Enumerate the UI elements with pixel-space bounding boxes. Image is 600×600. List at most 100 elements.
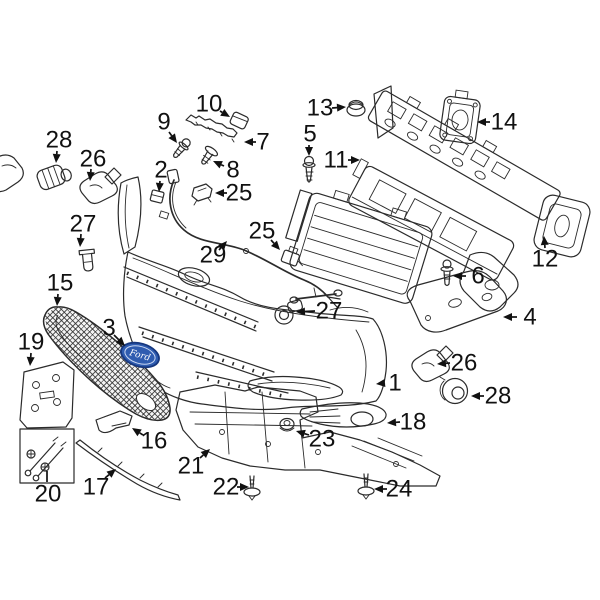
callout-arrow xyxy=(139,432,144,436)
callout-clip[interactable]: 2 xyxy=(154,157,168,193)
part-grille-shutter-assembly xyxy=(285,189,433,304)
part-nut-13 xyxy=(346,99,366,117)
callout-label-26[interactable]: 26 xyxy=(451,350,478,377)
callout-label-16[interactable]: 16 xyxy=(141,428,168,455)
callout-arrow xyxy=(270,239,275,244)
callout-screw[interactable]: 24 xyxy=(374,476,412,503)
callout-mount-bracket[interactable]: 14 xyxy=(477,109,517,136)
callout-sensor-bracket[interactable]: 25 xyxy=(249,218,280,251)
callout-arrowhead xyxy=(53,296,62,306)
callout-arrow xyxy=(220,163,225,167)
callout-fog-lamp-bezel[interactable]: 18 xyxy=(387,409,426,436)
callout-label-28[interactable]: 28 xyxy=(485,383,512,410)
callout-ford-emblem[interactable]: 3 xyxy=(102,315,125,347)
callout-label-24[interactable]: 24 xyxy=(386,476,413,503)
callout-label-1[interactable]: 1 xyxy=(388,370,401,397)
callout-air-deflector-shield[interactable]: 21 xyxy=(178,449,210,480)
callout-license-bracket-support[interactable]: 16 xyxy=(132,428,167,455)
cropped-edge-part xyxy=(0,154,24,193)
callout-push-pin-retainer[interactable]: 8 xyxy=(213,157,240,184)
callout-arrowhead xyxy=(296,429,306,438)
part-mount-bracket-14 xyxy=(439,89,481,145)
callout-label-18[interactable]: 18 xyxy=(400,409,427,436)
callout-label-7[interactable]: 7 xyxy=(256,129,269,156)
callout-sight-shield-bracket[interactable]: 7 xyxy=(244,129,270,156)
callout-label-28[interactable]: 28 xyxy=(46,127,73,154)
callout-license-plate-bracket[interactable]: 19 xyxy=(18,329,45,367)
callout-sensor-retainer[interactable]: 27 xyxy=(296,298,342,325)
callout-label-23[interactable]: 23 xyxy=(309,426,336,453)
callout-label-12[interactable]: 12 xyxy=(532,246,559,273)
callout-park-sensor[interactable]: 28 xyxy=(471,383,511,410)
callout-park-sensor[interactable]: 26 xyxy=(437,350,477,377)
callout-sensor-bracket[interactable]: 25 xyxy=(215,180,252,207)
callout-label-8[interactable]: 8 xyxy=(226,157,239,184)
callout-label-25[interactable]: 25 xyxy=(249,218,276,245)
part-park-sensor-left-26 xyxy=(79,167,122,205)
callout-arrowhead xyxy=(351,156,360,164)
callout-label-9[interactable]: 9 xyxy=(157,109,170,136)
callout-grommet-nut[interactable]: 23 xyxy=(296,426,335,453)
callout-label-19[interactable]: 19 xyxy=(18,329,45,356)
part-sensor-retainer-27-lower xyxy=(274,299,303,325)
callout-arrowhead xyxy=(374,485,383,493)
callout-label-2[interactable]: 2 xyxy=(154,157,167,184)
callout-label-25[interactable]: 25 xyxy=(226,180,253,207)
callout-arrowhead xyxy=(471,392,480,400)
callout-screw[interactable]: 5 xyxy=(303,121,317,157)
callout-arrowhead xyxy=(503,313,512,321)
callout-label-10[interactable]: 10 xyxy=(196,91,223,118)
callout-side-support-bracket[interactable]: 4 xyxy=(503,304,537,331)
callout-screw-and-washer[interactable]: 9 xyxy=(157,109,177,144)
callout-label-14[interactable]: 14 xyxy=(491,109,518,136)
callout-park-sensor[interactable]: 26 xyxy=(80,146,107,182)
callout-arrow xyxy=(304,432,310,436)
callout-arrowhead xyxy=(220,108,230,117)
callout-label-21[interactable]: 21 xyxy=(178,453,205,480)
callout-label-20[interactable]: 20 xyxy=(35,481,62,508)
callout-label-17[interactable]: 17 xyxy=(83,474,110,501)
callout-label-22[interactable]: 22 xyxy=(213,474,240,501)
part-sensor-bracket-25-upper xyxy=(191,183,213,206)
callout-nut[interactable]: 13 xyxy=(307,95,346,122)
callout-arrowhead xyxy=(76,237,85,247)
callout-label-4[interactable]: 4 xyxy=(523,304,536,331)
callout-screw[interactable]: 22 xyxy=(213,474,249,501)
callout-arrowhead xyxy=(115,336,125,346)
part-park-sensor-left-28 xyxy=(36,164,72,191)
callout-label-13[interactable]: 13 xyxy=(307,95,334,122)
callout-impact-absorber[interactable]: 11 xyxy=(324,147,360,174)
callout-label-11[interactable]: 11 xyxy=(324,147,349,174)
part-impact-bar-12 xyxy=(367,85,591,258)
callout-label-6[interactable]: 6 xyxy=(471,263,484,290)
callout-arrowhead xyxy=(106,469,116,478)
callout-label-26[interactable]: 26 xyxy=(80,146,107,173)
callout-label-27[interactable]: 27 xyxy=(316,298,343,325)
callout-impact-bar[interactable]: 12 xyxy=(532,236,559,273)
callout-arrowhead xyxy=(477,118,486,126)
callout-park-sensor[interactable]: 28 xyxy=(46,127,73,164)
callout-arrowhead xyxy=(305,147,313,156)
callout-sensor-retainer[interactable]: 27 xyxy=(70,211,97,248)
callout-bumper-cover[interactable]: 1 xyxy=(376,370,402,397)
callout-arrow xyxy=(304,310,316,313)
part-retainer-clip-10 xyxy=(229,111,249,130)
callout-label-27[interactable]: 27 xyxy=(70,211,97,238)
callout-arrowhead xyxy=(132,428,142,437)
part-bolt-6 xyxy=(440,259,454,287)
part-screw-24 xyxy=(357,473,375,500)
callout-grille[interactable]: 15 xyxy=(47,270,74,307)
part-ford-emblem-3[interactable]: Ford xyxy=(118,339,162,372)
callout-lower-trim-molding[interactable]: 17 xyxy=(83,469,116,501)
callout-label-3[interactable]: 3 xyxy=(102,315,115,342)
callout-retainer-clip[interactable]: 10 xyxy=(196,91,230,118)
callout-label-15[interactable]: 15 xyxy=(47,270,74,297)
callout-bolt[interactable]: 6 xyxy=(453,263,485,290)
callout-label-29[interactable]: 29 xyxy=(200,242,227,269)
callout-arrowhead xyxy=(453,272,462,280)
callout-license-hardware-kit[interactable]: 20 xyxy=(35,471,62,508)
callout-label-5[interactable]: 5 xyxy=(303,121,316,148)
callout-wiring-harness[interactable]: 29 xyxy=(200,241,227,269)
